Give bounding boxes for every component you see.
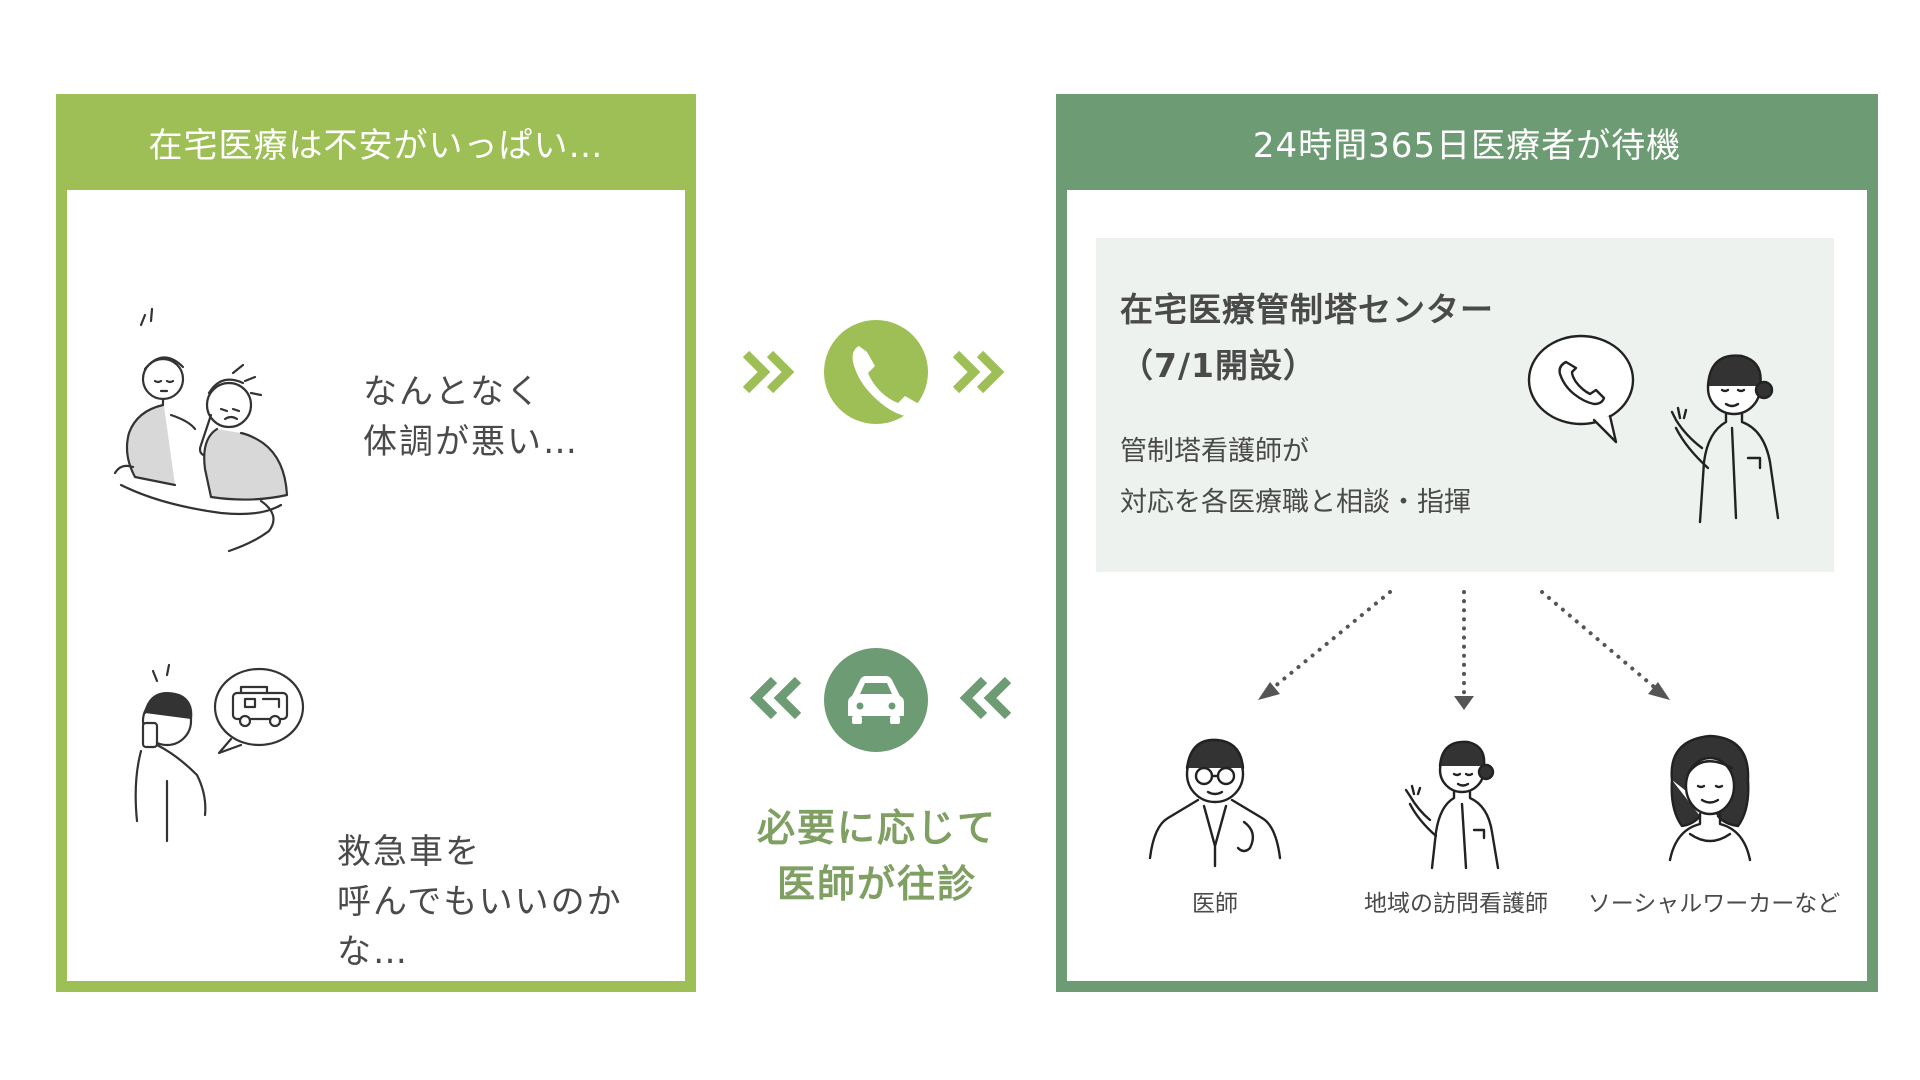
phone-icon [824,320,928,424]
double-chevron-right-icon [742,350,795,394]
center-name-line: （7/1開設） [1120,346,1317,385]
center-desc-line: 管制塔看護師が [1120,436,1309,467]
dotted-arrows-to-staff [1258,590,1670,710]
caption-line: 医師が往診 [776,862,977,906]
home-visit-caption: 必要に応じて 医師が往診 [742,800,1012,912]
worry-text-ambulance: 救急車を 呼んでもいいのかな… [337,827,685,977]
worry-line: なんとなく [363,372,542,412]
double-chevron-right-icon [952,350,1005,394]
dotted-arrow-doctor [1266,590,1392,694]
worried-couple-illustration [113,307,289,553]
worries-panel: 在宅医療は不安がいっぱい… なんとなく 体調が悪い… 救急車を 呼んで [56,94,696,992]
double-chevron-left-icon [749,676,802,720]
arrowhead-icon [1648,682,1670,700]
control-tower-nurse-illustration [1527,334,1780,524]
staff-label-social-worker: ソーシャルワーカーなど [1587,891,1841,917]
worries-panel-title: 在宅医療は不安がいっぱい… [56,94,696,190]
center-description: 管制塔看護師が 対応を各医療職と相談・指揮 [1120,426,1471,528]
worry-text-feeling-unwell: なんとなく 体調が悪い… [363,367,579,467]
doctor-icon [1148,738,1282,868]
dotted-arrow-social-worker [1540,590,1662,694]
car-icon [824,648,928,752]
worry-line: 救急車を [337,832,481,872]
person-calling-illustration [134,663,305,843]
visiting-nurse-icon [1404,740,1500,870]
support-panel-title: 24時間365日医療者が待機 [1056,94,1878,190]
staff-label-doctor: 医師 [1192,891,1238,917]
worry-line: 呼んでもいいのかな… [337,882,623,972]
social-worker-icon [1668,734,1752,862]
double-chevron-left-icon [959,676,1012,720]
staff-label-visiting-nurse: 地域の訪問看護師 [1364,891,1548,917]
center-desc-line: 対応を各医療職と相談・指揮 [1120,487,1471,518]
arrowhead-icon [1258,682,1280,700]
center-name-line: 在宅医療管制塔センター [1120,290,1494,329]
control-tower-center-box: 在宅医療管制塔センター （7/1開設） 管制塔看護師が 対応を各医療職と相談・指… [1096,238,1834,572]
caption-line: 必要に応じて [756,806,997,850]
arrowhead-icon [1454,696,1474,710]
center-name: 在宅医療管制塔センター （7/1開設） [1120,282,1494,394]
worry-line: 体調が悪い… [363,422,579,462]
